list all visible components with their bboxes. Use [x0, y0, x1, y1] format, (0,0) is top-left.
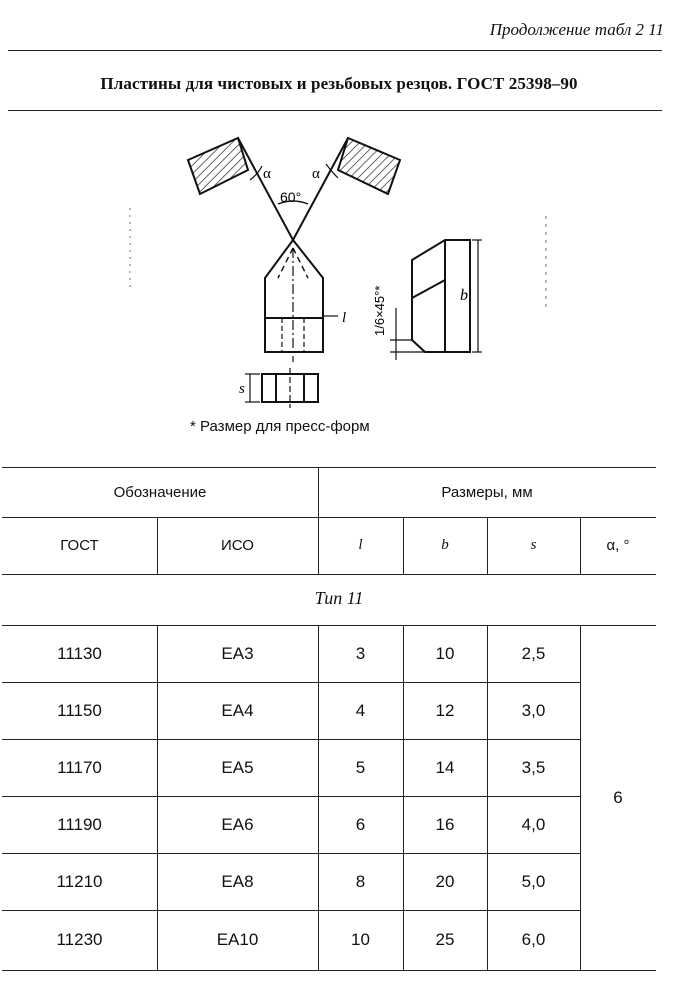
l-label: l: [342, 310, 346, 326]
cell-l: 3: [355, 643, 366, 663]
header-rule-bottom: [8, 110, 662, 111]
footnote: * Размер для пресс-форм: [190, 418, 370, 435]
cell-iso: ЕА4: [221, 700, 254, 720]
s-label: s: [239, 381, 245, 397]
alpha-right-label: α: [312, 166, 320, 182]
cell-l: 8: [355, 871, 366, 891]
cell-gost: 11230: [56, 930, 103, 949]
cell-iso: ЕА3: [221, 643, 254, 663]
alpha-merged-cell: 6: [613, 787, 623, 807]
alpha-left-label: α: [263, 166, 271, 182]
cell-l: 6: [355, 814, 366, 834]
header-bottom-rule: [2, 574, 656, 575]
right-flank-line: [292, 137, 349, 241]
cell-gost: 11170: [57, 757, 102, 777]
cell-gost: 11210: [56, 871, 103, 891]
cell-gost: 11150: [57, 700, 102, 720]
col-alpha-header: α, °: [606, 537, 630, 554]
cell-gost: 11190: [57, 814, 102, 834]
cell-s: 5,0: [521, 871, 546, 891]
angle-label: 60°: [280, 189, 301, 205]
type-label: Тип 11: [314, 588, 364, 608]
cell-iso: ЕА5: [221, 757, 254, 777]
col-s-header: s: [530, 537, 537, 553]
cell-s: 6,0: [521, 930, 546, 949]
left-flank-line: [237, 137, 294, 241]
cell-iso: ЕА8: [221, 871, 254, 891]
cell-l: 10: [351, 930, 370, 949]
table-bottom-rule: [2, 970, 656, 971]
sizes-group-header: Размеры, мм: [441, 483, 533, 501]
cell-iso: ЕА10: [216, 930, 259, 949]
cell-b: 14: [435, 757, 455, 777]
b-label: b: [460, 287, 468, 304]
cell-s: 3,5: [521, 757, 546, 777]
insert-top-view: [264, 238, 324, 353]
table-top-rule: [2, 467, 656, 468]
col-l-header: l: [358, 537, 363, 553]
cell-b: 25: [435, 930, 455, 949]
cell-b: 10: [435, 643, 455, 663]
cell-iso: ЕА6: [221, 814, 254, 834]
insert-drawing: 60° α α l b s 1/6×45°*: [129, 136, 547, 408]
cell-s: 2,5: [521, 643, 546, 663]
header-rule-top: [8, 50, 662, 51]
cell-l: 4: [355, 700, 366, 720]
cell-b: 20: [435, 871, 455, 891]
angle-arc: [277, 200, 309, 205]
cell-b: 12: [435, 700, 455, 720]
cell-s: 4,0: [521, 814, 546, 834]
page-title: Пластины для чистовых и резьбовых резцов…: [100, 74, 578, 93]
designation-group-header: Обозначение: [113, 483, 207, 501]
cell-l: 5: [355, 757, 366, 777]
cell-s: 3,0: [521, 700, 546, 720]
col-gost-header: ГОСТ: [60, 537, 99, 554]
right-hatched-block: [336, 136, 402, 196]
continuation-label: Продолжение табл 2 11: [489, 20, 664, 39]
left-hatched-block: [186, 136, 250, 196]
chamfer-label: 1/6×45°*: [372, 286, 387, 336]
cell-b: 16: [435, 814, 455, 834]
col-iso-header: ИСО: [221, 537, 254, 554]
col-b-header: b: [441, 537, 449, 553]
cell-gost: 11130: [57, 643, 102, 663]
